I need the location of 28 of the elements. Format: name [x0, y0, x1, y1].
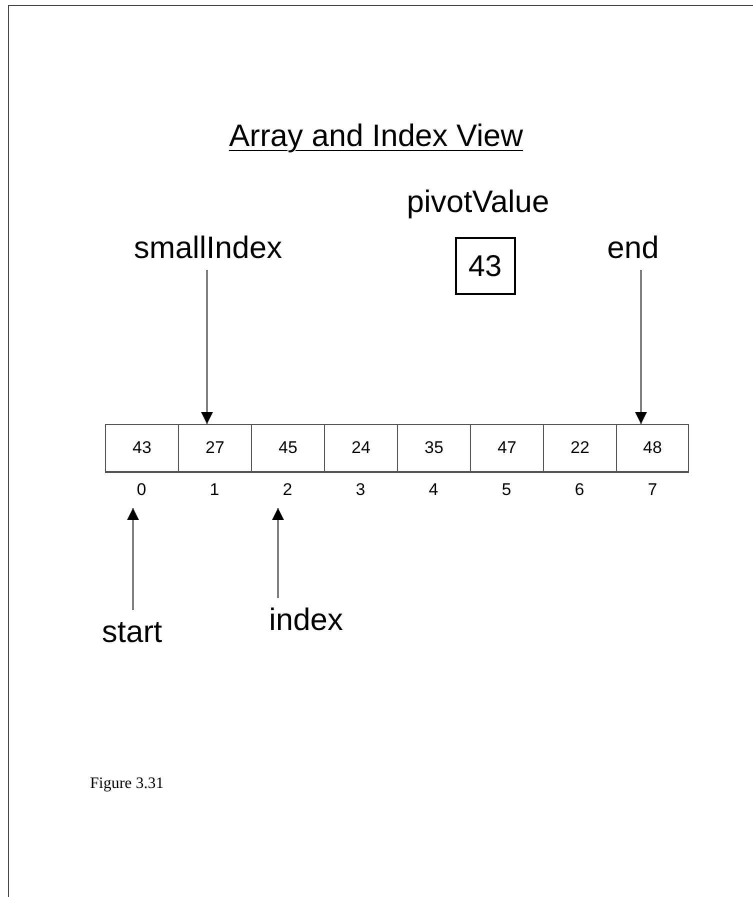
- index-number: 4: [428, 479, 438, 501]
- arrow: [127, 508, 139, 610]
- arrow: [272, 508, 284, 598]
- index-number: 5: [502, 479, 512, 501]
- variable-name: smallIndex: [110, 226, 306, 270]
- array-cell: 45: [251, 424, 324, 473]
- array-cell: 24: [324, 424, 397, 473]
- variable-name: end: [596, 226, 670, 270]
- array-cell: 47: [470, 424, 543, 473]
- index-number: 2: [282, 479, 292, 501]
- variable-name: index: [254, 598, 358, 642]
- array-cell: 43: [105, 424, 178, 473]
- array-cell: 27: [178, 424, 251, 473]
- array-cell: 22: [543, 424, 616, 473]
- value-box: 43: [454, 237, 516, 295]
- arrow: [201, 270, 213, 424]
- caption: Figure 3.31: [90, 774, 164, 794]
- arrow: [635, 270, 647, 424]
- index-number: 7: [648, 479, 658, 501]
- array-cell: 35: [397, 424, 470, 473]
- index-number: 3: [356, 479, 366, 501]
- array-cell: 48: [616, 424, 689, 473]
- index-number: 1: [210, 479, 220, 501]
- variable-name: pivotValue: [406, 183, 550, 221]
- title: Array and Index View: [228, 117, 524, 155]
- index-number: 0: [136, 479, 146, 501]
- index-number: 6: [574, 479, 584, 501]
- variable-name: start: [86, 610, 178, 654]
